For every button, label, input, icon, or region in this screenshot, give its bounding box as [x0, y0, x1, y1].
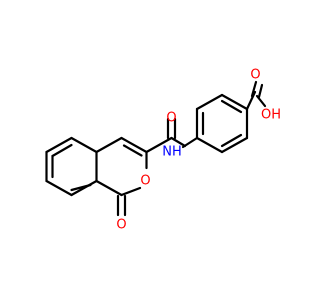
- lactone-carbonyl-oxygen-label: O: [116, 218, 126, 233]
- bond: [170, 136, 187, 148]
- molecule-svg: O NH OH O O O: [45, 68, 281, 233]
- bond: [70, 179, 98, 197]
- bond: [45, 179, 73, 197]
- amide-nh-label: NH: [162, 145, 182, 160]
- bond: [257, 83, 264, 99]
- bond: [120, 136, 148, 154]
- bond: [70, 183, 92, 192]
- bond: [181, 136, 199, 149]
- bond: [245, 90, 257, 111]
- bond: [95, 179, 123, 197]
- bond: [51, 143, 73, 158]
- bond: [70, 136, 98, 154]
- carboxyl-oxygen-label: O: [250, 68, 260, 83]
- carboxyl-hydroxyl-label: OH: [261, 108, 281, 123]
- bond: [220, 136, 249, 154]
- ring-oxygen-label: O: [140, 174, 150, 189]
- bond: [220, 99, 243, 114]
- bond: [95, 136, 123, 154]
- bond: [220, 133, 243, 148]
- bond: [250, 80, 258, 98]
- bond: [145, 136, 173, 154]
- amide-oxygen-label: O: [166, 111, 176, 126]
- bond: [195, 93, 224, 111]
- bond: [255, 94, 267, 108]
- bond: [220, 93, 249, 111]
- structure-diagram: O NH OH O O O: [45, 68, 281, 233]
- bond: [195, 136, 224, 154]
- bond: [120, 186, 142, 197]
- bond: [122, 144, 143, 157]
- bond: [45, 136, 73, 154]
